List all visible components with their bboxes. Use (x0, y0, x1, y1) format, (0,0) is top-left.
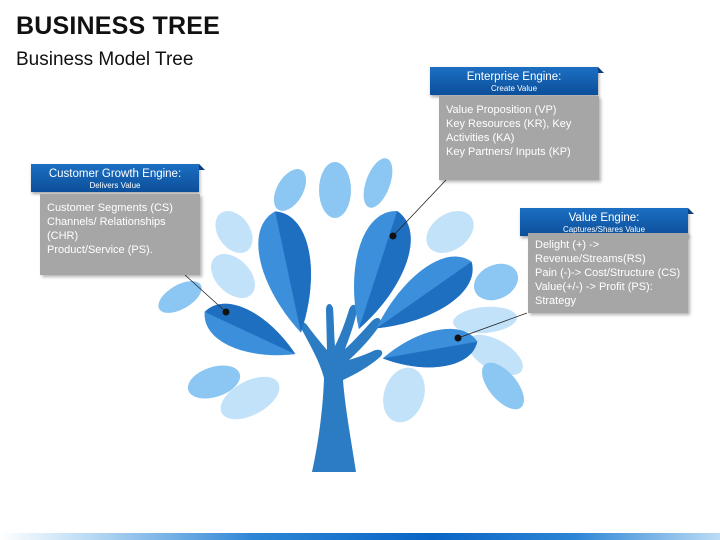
leaf-left-tall (258, 211, 311, 333)
connector-dot (389, 232, 397, 240)
value-engine-box: Delight (+) -> Revenue/Streams(RS) Pain … (528, 233, 688, 313)
value-engine-line: Delight (+) -> Revenue/Streams(RS) (535, 239, 646, 265)
leaf-right-upper (376, 256, 473, 329)
footer-gradient-bar (0, 533, 720, 540)
enterprise-engine-line: Key Resources (KR), Key Activities (KA) (446, 118, 572, 144)
leaf (467, 334, 523, 376)
customer-engine-line: Customer Segments (CS) (47, 202, 173, 214)
customer-engine-line: Channels/ Relationships (CHR) (47, 216, 166, 242)
leaf (383, 367, 425, 423)
enterprise-engine-header: Enterprise Engine: Create Value (430, 67, 604, 95)
leaf (453, 306, 517, 334)
leaf-right-lower (382, 328, 478, 368)
enterprise-engine-box: Value Proposition (VP) Key Resources (KR… (439, 96, 599, 180)
enterprise-engine-line: Value Proposition (VP) (446, 104, 557, 116)
enterprise-engine-subtitle: Create Value (490, 84, 538, 93)
enterprise-engine-title: Enterprise Engine: (466, 71, 562, 83)
enterprise-engine-line: Key Partners/ Inputs (KP) (446, 146, 571, 158)
customer-engine-header: Customer Growth Engine: Delivers Value (31, 164, 205, 192)
value-engine-title: Value Engine: (568, 212, 640, 224)
leaf (158, 281, 202, 313)
connector-customer (184, 274, 227, 313)
value-engine-header: Value Engine: Captures/Shares Value (520, 208, 694, 236)
leaf (273, 169, 307, 211)
tree-trunk (300, 304, 383, 472)
value-engine-line: Pain (-)-> Cost/Structure (CS) (535, 267, 681, 279)
leaf-center (354, 211, 411, 329)
leaf (319, 162, 351, 218)
value-engine-line: Value(+/-) -> Profit (PS): (535, 281, 653, 293)
leaf (473, 263, 519, 301)
leaf (211, 254, 255, 298)
slide-subtitle: Business Model Tree (16, 49, 194, 70)
leaf (220, 376, 280, 420)
customer-engine-line: Product/Service (PS). (47, 244, 153, 256)
customer-engine-box: Customer Segments (CS) Channels/ Relatio… (40, 194, 200, 275)
value-engine-line: Strategy (535, 295, 576, 307)
value-engine-subtitle: Captures/Shares Value (562, 225, 646, 234)
leaf (363, 158, 393, 208)
connector-enterprise (392, 179, 447, 237)
leaf-left-lower (204, 303, 296, 356)
leaf (215, 211, 253, 253)
slide-title: BUSINESS TREE (16, 12, 221, 40)
leaf (187, 365, 241, 399)
connector-value (457, 312, 528, 339)
connector-dot (222, 308, 230, 316)
customer-engine-subtitle: Delivers Value (89, 181, 141, 190)
leaf (482, 362, 524, 410)
customer-engine-title: Customer Growth Engine: (48, 168, 182, 180)
connector-dot (454, 334, 462, 342)
leaf (426, 211, 474, 253)
